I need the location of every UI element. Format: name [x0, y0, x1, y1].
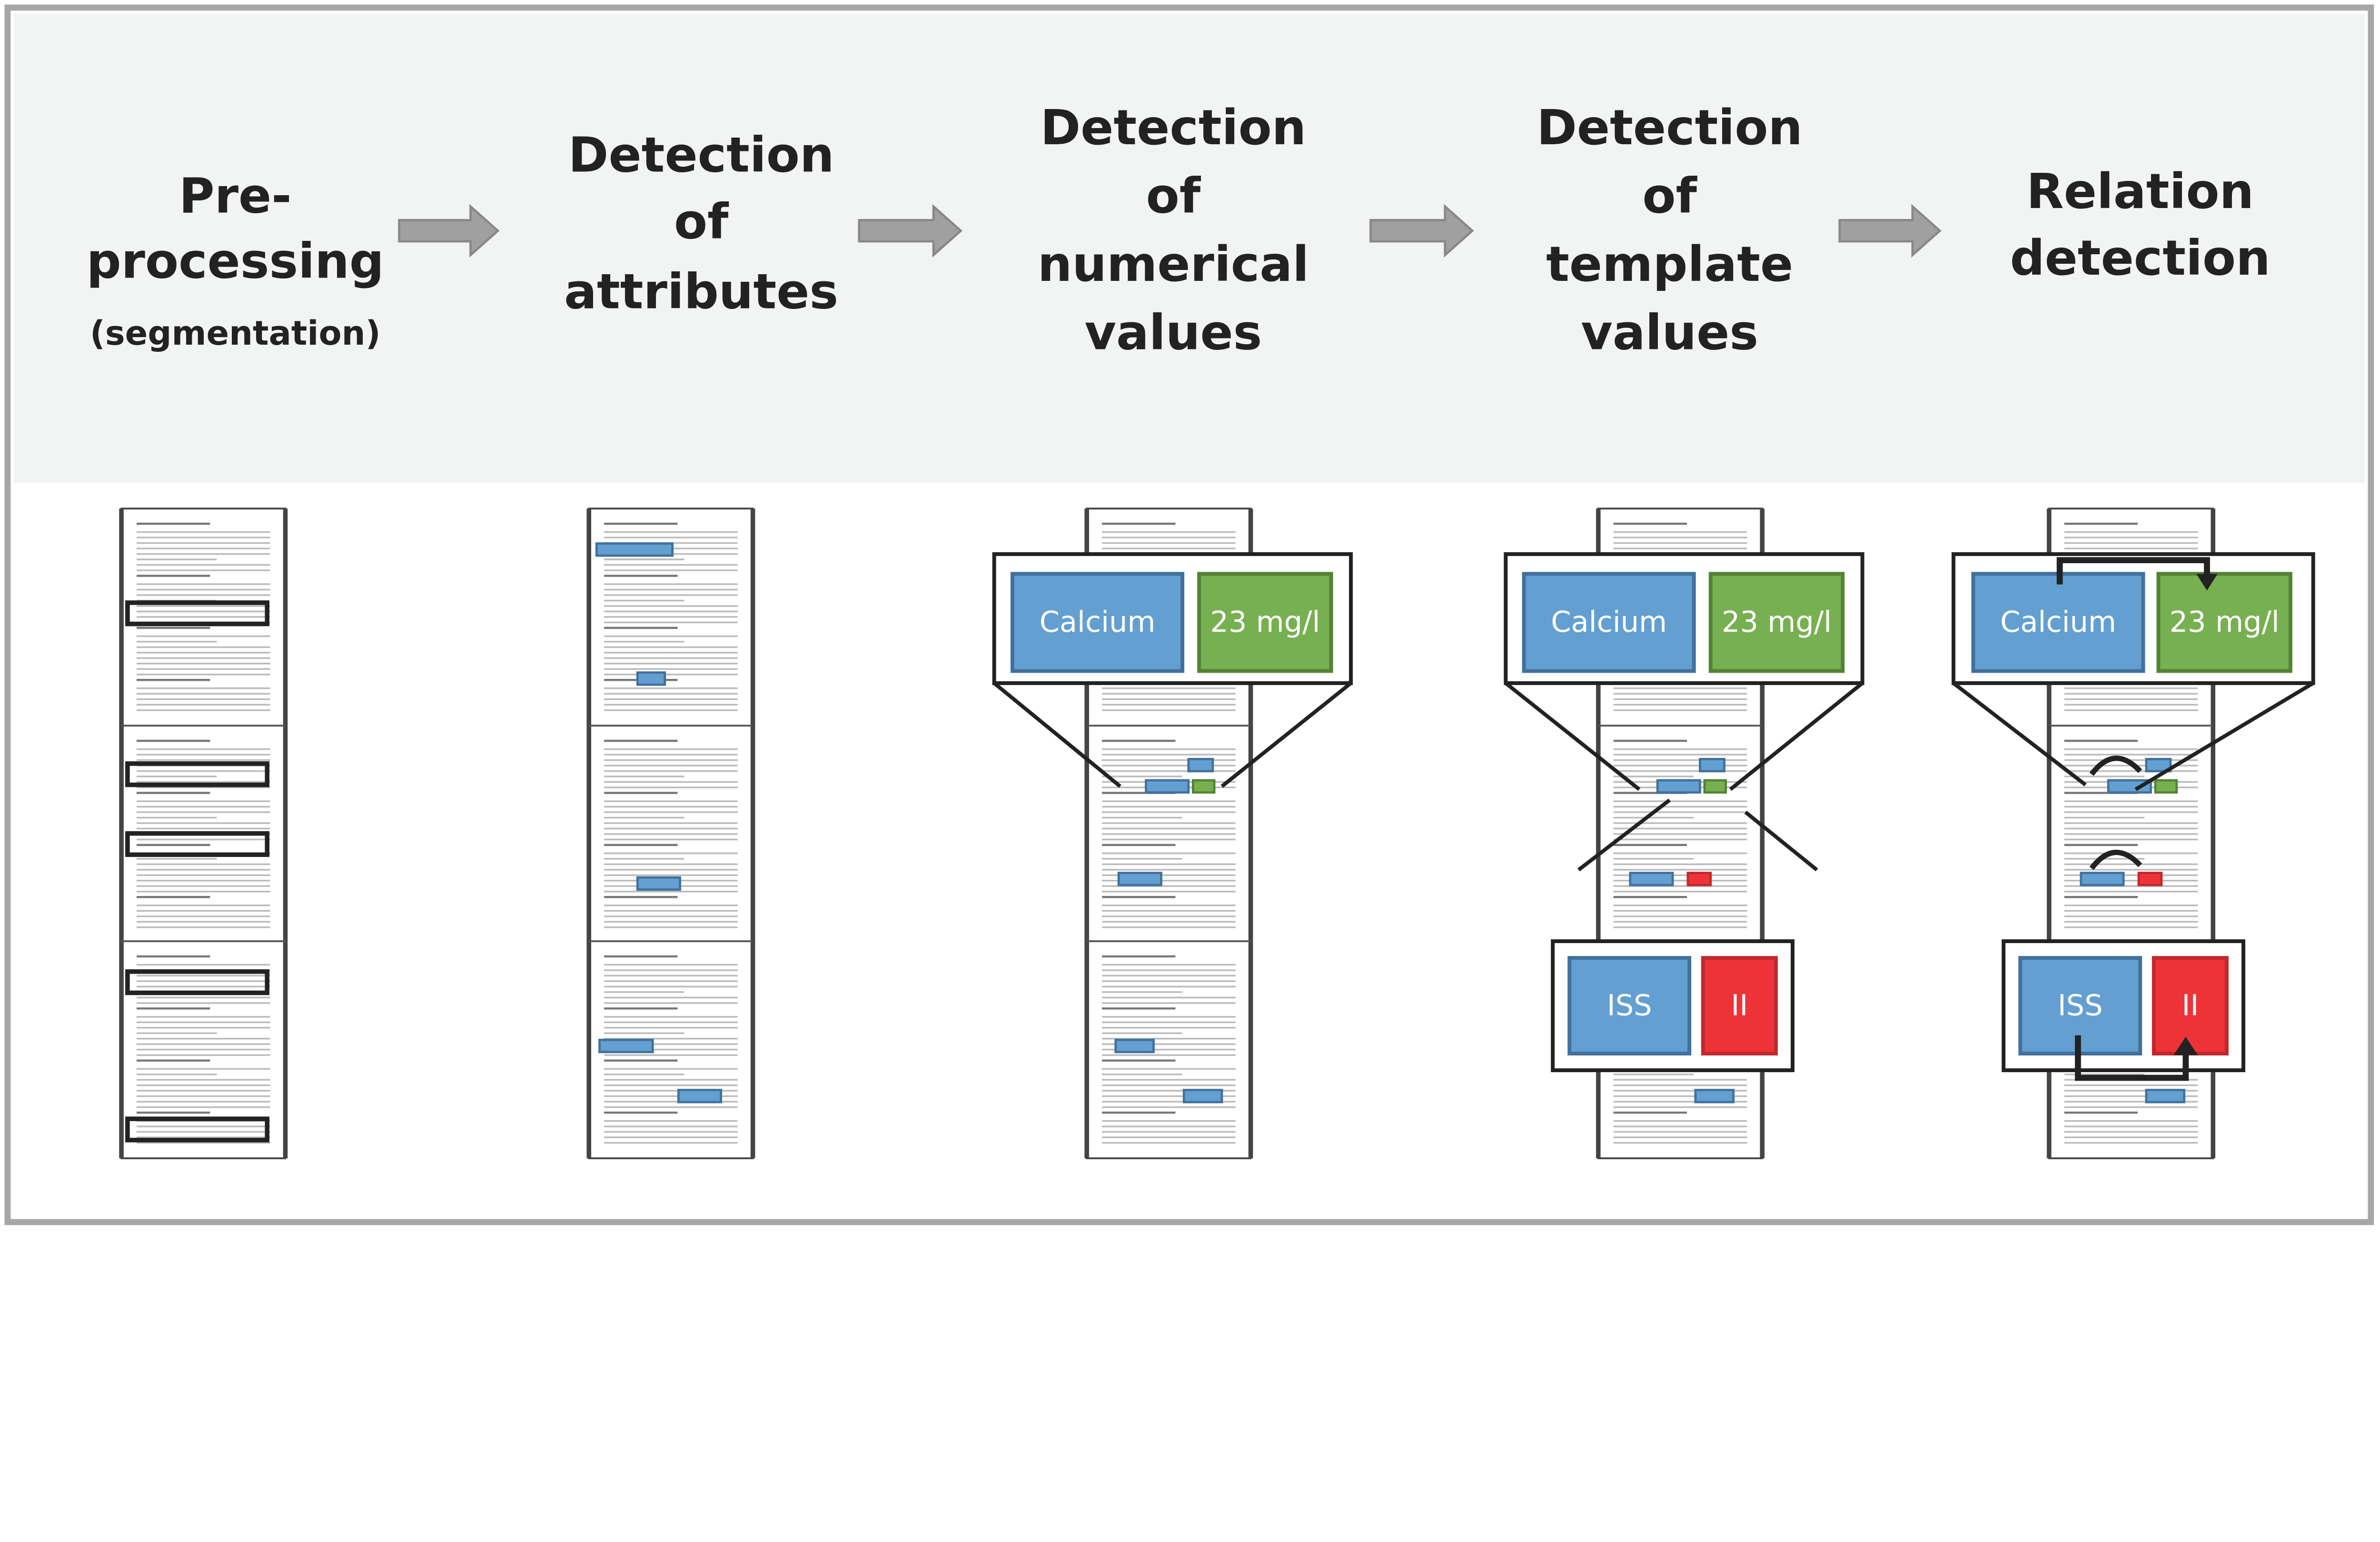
attribute-mark [636, 671, 666, 686]
arrow-right-icon [398, 204, 500, 258]
value-23mgl-box [1708, 572, 1845, 673]
step-title-line: Detection [1537, 99, 1803, 156]
attribute-mark [598, 1038, 654, 1054]
calcium-label: Calcium [1551, 606, 1667, 639]
callout-line [1952, 681, 2087, 786]
attribute-mark [1187, 757, 1214, 773]
attribute-mark [677, 1089, 723, 1104]
callout-line [1504, 681, 1641, 791]
value-23mgl-label: 23 mg/l [1722, 606, 1832, 639]
callout-line [1577, 798, 1671, 872]
ii-box [1701, 956, 1778, 1055]
segment-box [125, 831, 270, 857]
ii-box [2152, 956, 2229, 1055]
value-23mgl-label: 23 mg/l [2170, 606, 2280, 639]
iss-box [1567, 956, 1692, 1055]
value-23mgl-label: 23 mg/l [1210, 606, 1320, 639]
document-thumbnail [586, 507, 755, 1159]
attribute-mark [1145, 779, 1190, 794]
attribute-mark [636, 876, 681, 891]
arrow-head-icon [2196, 574, 2218, 591]
relation-arc [2089, 849, 2142, 870]
segment-box [125, 600, 270, 627]
step-title-line: Detection [568, 127, 834, 183]
attribute-mark [1694, 1089, 1735, 1104]
step-title-line: numerical [1038, 236, 1309, 293]
step-title-line: Relation [2026, 163, 2254, 220]
callout-line [993, 681, 1121, 788]
attribute-mark [2107, 779, 2152, 794]
calcium-box [1971, 572, 2145, 673]
callout-line [1729, 681, 1864, 791]
step-title-line: values [1084, 304, 1262, 361]
callout-line [1744, 810, 1818, 872]
segment-box [125, 1116, 270, 1143]
arrow-head-icon [2173, 1036, 2198, 1055]
attribute-mark [2145, 1089, 2186, 1104]
step-title-line: template [1546, 236, 1793, 293]
attribute-mark [1699, 757, 1726, 773]
callout-line [1220, 681, 1352, 788]
calcium-label: Calcium [1040, 606, 1156, 639]
attribute-mark [595, 542, 674, 557]
iss-label: ISS [2058, 989, 2103, 1022]
attribute-mark [1114, 1038, 1155, 1054]
pipeline-diagram: Pre-processing (segmentation) Detection of a… [4, 4, 2374, 1225]
attribute-mark [2080, 872, 2125, 886]
numerical-value-mark [1191, 779, 1216, 794]
step-title-line: Pre- [179, 168, 292, 224]
segment-box [125, 761, 270, 787]
calcium-box [1010, 572, 1185, 673]
iss-label: ISS [1607, 989, 1652, 1022]
attribute-mark [1629, 872, 1674, 886]
step-titles: Pre-processing (segmentation) Detection of a… [87, 99, 2271, 361]
template-value-mark [1686, 872, 1712, 886]
step-title-line: processing [87, 233, 384, 290]
relation-arrow [2075, 1035, 2189, 1081]
step-title-line: values [1581, 304, 1758, 361]
relation-arrow [2056, 557, 2210, 585]
attribute-mark [1182, 1089, 1223, 1104]
numerical-value-mark [2154, 779, 2178, 794]
attribute-mark [1117, 872, 1162, 886]
value-23mgl-box [2156, 572, 2292, 673]
callout-line [2134, 681, 2314, 791]
header-panel [13, 13, 2365, 483]
step-title-line: attributes [564, 263, 838, 320]
arrow-right-icon [1838, 204, 1942, 258]
value-23mgl-box [1197, 572, 1333, 673]
attribute-mark [2145, 757, 2172, 773]
step-title-line: of [674, 194, 729, 250]
step-title-line: of [1146, 168, 1201, 224]
ii-label: II [1731, 989, 1748, 1022]
step-title-line: of [1642, 168, 1697, 224]
step-subtitle: (segmentation) [90, 314, 381, 353]
ii-label: II [2182, 989, 2199, 1022]
attribute-mark [1656, 779, 1701, 794]
relation-arc [2089, 756, 2142, 776]
numerical-value-mark [1703, 779, 1727, 794]
step-title-line: detection [2010, 230, 2271, 287]
calcium-label: Calcium [2000, 606, 2116, 639]
step-arrows [398, 204, 1942, 258]
arrow-right-icon [858, 204, 963, 258]
step-title-line: Detection [1040, 99, 1306, 156]
arrow-right-icon [1369, 204, 1474, 258]
document-thumbnails [119, 507, 2216, 1159]
template-value-mark [2137, 872, 2163, 886]
calcium-box [1522, 572, 1696, 673]
segment-box [125, 969, 270, 995]
